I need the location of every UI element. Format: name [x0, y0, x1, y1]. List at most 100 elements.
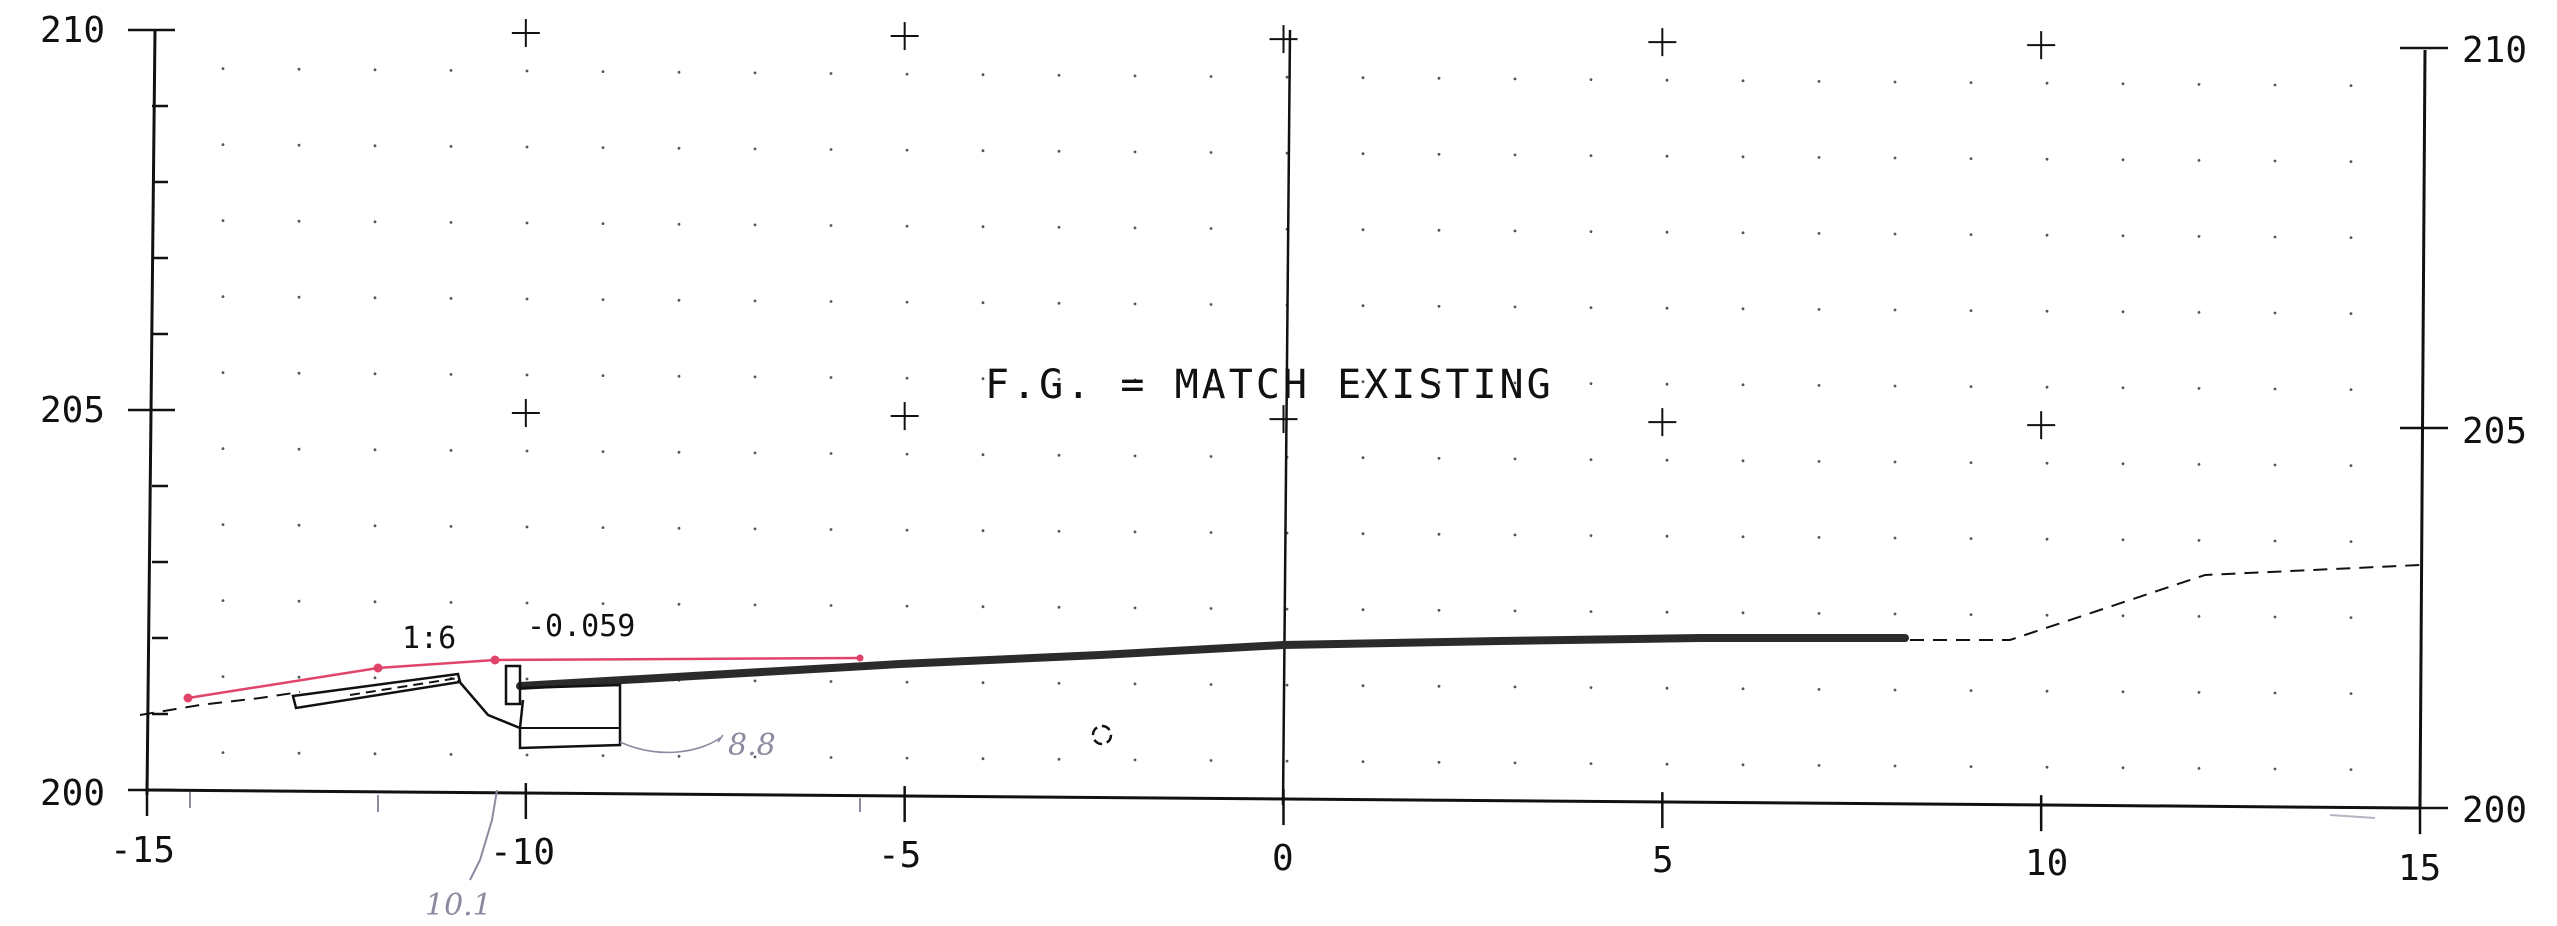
utility-symbol-icon	[1091, 724, 1113, 746]
grid-dot	[905, 756, 909, 760]
grid-dot	[1209, 303, 1213, 306]
grid-dot	[1361, 456, 1365, 460]
grid-dot	[2273, 235, 2277, 239]
grid-dot	[1513, 761, 1517, 765]
grid-dot	[1969, 157, 1973, 161]
grid-dot	[2273, 83, 2277, 87]
left-axis-line	[145, 29, 157, 796]
grid-dot	[449, 145, 453, 148]
grid-dot	[449, 297, 453, 300]
grid-dot	[1589, 610, 1593, 613]
grid-dot	[981, 453, 985, 457]
grid-dot	[1133, 606, 1137, 610]
grid-dot	[981, 605, 985, 609]
grid-dot	[1665, 306, 1669, 310]
grid-dot	[1817, 460, 1821, 463]
grid-dot	[677, 754, 681, 758]
grid-dot	[297, 675, 301, 679]
grid-dot	[449, 601, 453, 604]
grid-dot	[753, 755, 757, 759]
x-label-neg10: -10	[490, 832, 555, 873]
grid-dot	[2045, 81, 2049, 85]
grid-dot	[297, 143, 301, 147]
grid-dot	[221, 295, 225, 298]
grid-dot	[221, 675, 225, 678]
grid-dot	[297, 371, 301, 375]
grid-dot	[905, 148, 909, 152]
grid-dot	[1969, 385, 1973, 388]
markup-point	[490, 655, 500, 665]
grid-dot	[1361, 760, 1365, 764]
grid-dot	[297, 219, 301, 223]
grid-dot	[1209, 151, 1213, 154]
grid-dot	[677, 602, 681, 606]
grid-dot	[981, 757, 985, 761]
grid-dot	[1969, 689, 1973, 692]
grid-dot	[2197, 615, 2201, 618]
pencil-leader-line	[469, 789, 498, 881]
grid-dot	[1893, 384, 1897, 388]
grid-dot	[1817, 688, 1821, 691]
gutter-pan	[518, 683, 622, 750]
grid-dot	[677, 222, 681, 226]
grid-dot	[829, 300, 833, 303]
grid-dot	[1057, 73, 1061, 77]
grid-dot	[1741, 79, 1745, 83]
grid-dot	[1741, 687, 1745, 691]
grid-dot	[981, 73, 985, 77]
grid-dot	[525, 297, 529, 301]
grid-dot	[373, 524, 377, 528]
grid-dot	[2349, 768, 2353, 771]
grid-dot	[1969, 537, 1973, 540]
grid-dot	[1361, 684, 1365, 688]
grid-dot	[1893, 688, 1897, 692]
grid-dot	[829, 680, 833, 683]
x-label-10: 10	[2025, 843, 2068, 884]
grid-dot	[677, 298, 681, 302]
grid-dot	[373, 144, 377, 148]
grid-dot	[753, 299, 757, 303]
grid-dot	[905, 376, 909, 380]
grid-dot	[905, 528, 909, 532]
grid-dot	[1057, 149, 1061, 153]
grid-dot	[1969, 765, 1973, 768]
grid-dot	[601, 450, 605, 453]
sidewalk-slab	[291, 672, 462, 710]
grid-dot	[677, 146, 681, 150]
bottom-axis-ticks	[145, 780, 2422, 835]
grid-dot	[753, 223, 757, 227]
grid-dot	[829, 72, 833, 75]
grid-dot	[1437, 228, 1441, 232]
pencil-leader-line	[619, 737, 721, 754]
grid-dot	[1437, 608, 1441, 612]
bottom-axis-labels: -15 -10 -5 0 5 10 15	[110, 830, 2441, 889]
grid-dot	[829, 376, 833, 379]
grid-dot	[1057, 453, 1061, 457]
grid-dot	[373, 372, 377, 376]
grid-dot	[1057, 757, 1061, 761]
grid-dot	[2349, 160, 2353, 164]
x-label-15: 15	[2398, 848, 2441, 889]
right-axis-ticks	[2400, 46, 2448, 810]
grid-dot	[677, 374, 681, 378]
sidewalk-hidden-line	[349, 677, 459, 696]
grid-dot	[1209, 531, 1213, 534]
grid-dot	[1665, 686, 1669, 690]
grid-dot	[1893, 536, 1897, 540]
grid-dot	[1665, 78, 1669, 82]
grid-dot	[829, 604, 833, 607]
grid-dot	[601, 70, 605, 73]
grid-dot	[1361, 532, 1365, 536]
grid-dot	[601, 222, 605, 226]
grid-dot	[373, 220, 377, 224]
grid-dot	[1817, 384, 1821, 387]
left-axis-ticks	[128, 28, 175, 792]
grid-dot	[1513, 533, 1517, 537]
grid-dot	[2349, 616, 2353, 619]
grid-dot	[2045, 461, 2049, 465]
grid-dot	[981, 377, 985, 381]
grid-dot	[1589, 78, 1593, 81]
grid-dot	[1209, 759, 1213, 762]
grid-dot	[905, 300, 909, 304]
